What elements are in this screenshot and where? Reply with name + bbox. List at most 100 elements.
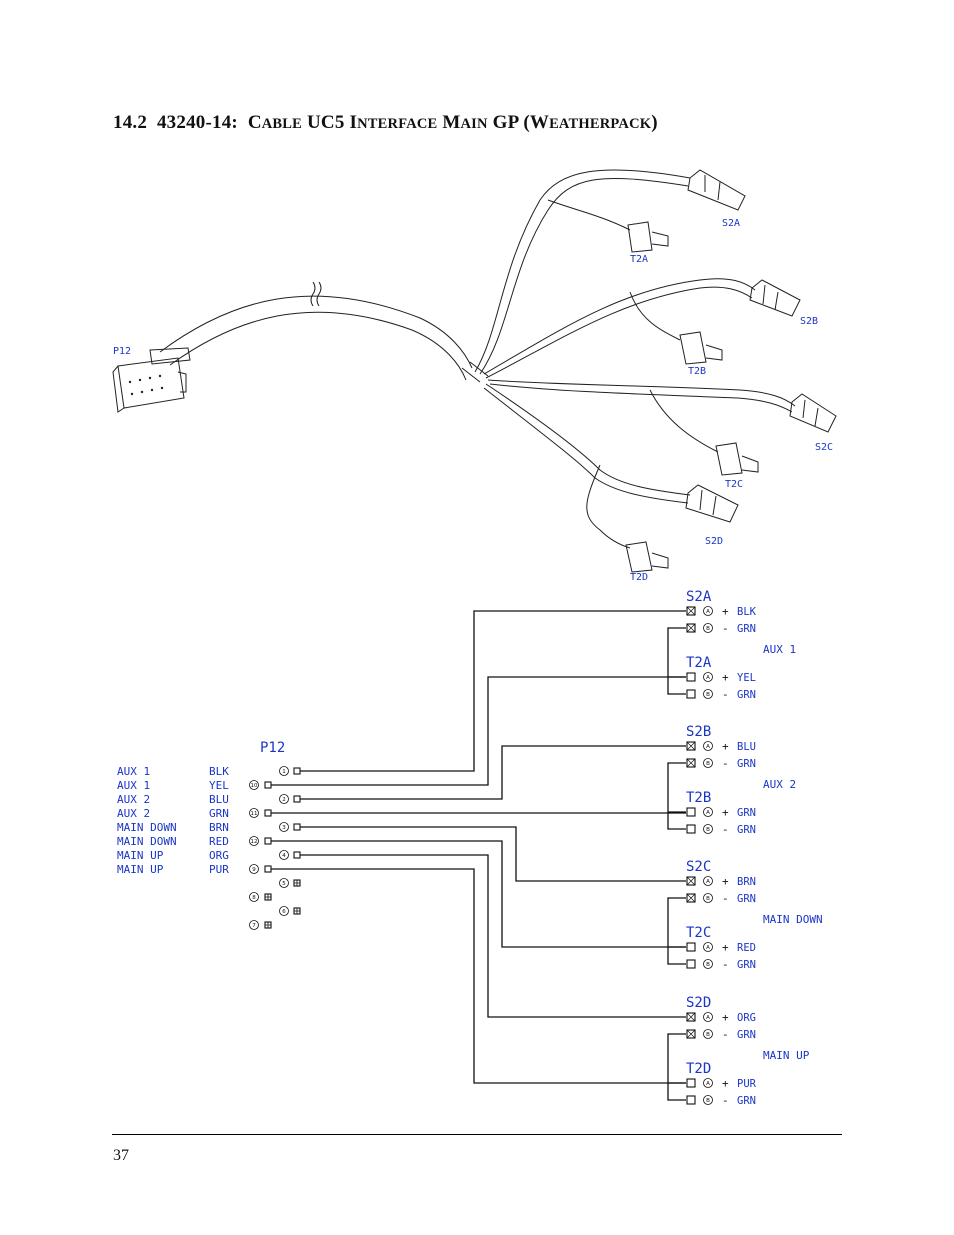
label-t2b: T2B: [688, 366, 706, 377]
receptacle-wire-color: GRN: [737, 758, 756, 770]
p12-terminal: [264, 809, 272, 817]
receptacle-pin-letter: A: [706, 744, 710, 750]
receptacle-terminal: [686, 689, 696, 699]
polarity-sign: +: [722, 605, 729, 618]
polarity-sign: +: [722, 941, 729, 954]
p12-wire-color: RED: [209, 835, 229, 848]
polarity-sign: +: [722, 806, 729, 819]
terminal-x: [686, 606, 696, 616]
polarity-sign: -: [722, 688, 729, 701]
page-number: 37: [113, 1147, 129, 1164]
p12-pin-circle: [249, 920, 259, 930]
receptacle-pin-row: B-GRN: [686, 1028, 756, 1041]
label-s2a: S2A: [722, 218, 740, 229]
receptacle-pin-letter: B: [706, 896, 710, 902]
label-t2a: T2A: [630, 254, 648, 265]
wires: [271, 610, 686, 1084]
receptacle-pin-circle: [703, 807, 713, 817]
label-s2b: S2B: [800, 316, 818, 327]
receptacle-pin-row: B-GRN: [686, 688, 756, 701]
receptacle-terminal: [686, 672, 696, 682]
terminal-x: [686, 623, 696, 633]
ground-bracket: [667, 762, 686, 830]
receptacle-pin-letter: A: [706, 1081, 710, 1087]
section-title: CABLE UC5 INTERFACE MAIN GP (WEATHERPACK…: [247, 112, 658, 133]
plug-cross: [265, 922, 271, 928]
p12-terminal: [264, 837, 272, 845]
polarity-sign: -: [722, 823, 729, 836]
ground-bracket: [667, 897, 686, 965]
label-t2d: T2D: [630, 572, 648, 583]
p12-title: P12: [260, 740, 285, 756]
p12-pin-circle: [249, 780, 259, 790]
receptacle-pin-circle: [703, 959, 713, 969]
p12-pin-number: 12: [251, 839, 258, 845]
ground-bracket: [667, 627, 686, 695]
receptacle-pin-circle: [703, 758, 713, 768]
p12-wire-color: BRN: [209, 821, 229, 834]
p12-function: AUX 2: [117, 807, 150, 820]
polarity-sign: +: [722, 1011, 729, 1024]
section-number: 14.2: [113, 112, 148, 133]
receptacle-pin-row: A+BLU: [686, 740, 756, 753]
p12-pin-number: 9: [252, 867, 256, 873]
t-receptacle-name: T2C: [686, 925, 711, 941]
group-function: MAIN DOWN: [763, 913, 823, 926]
s-receptacle-name: S2D: [686, 995, 711, 1011]
label-s2d: S2D: [705, 536, 723, 547]
polarity-sign: -: [722, 1028, 729, 1041]
terminal-x: [686, 758, 696, 768]
wire: [271, 868, 686, 1084]
receptacle-pin-row: A+BRN: [686, 875, 756, 888]
t2a-connector: [627, 221, 669, 253]
receptacle-pin-circle: [703, 824, 713, 834]
receptacle-terminal: [686, 824, 696, 834]
t-receptacle-name: T2A: [686, 655, 712, 671]
receptacle-pin-letter: B: [706, 962, 710, 968]
receptacle-pin-circle: [703, 893, 713, 903]
p12-pin-circle: [279, 878, 289, 888]
p12-pin-number: 8: [252, 895, 256, 901]
p12-pin-circle: [279, 794, 289, 804]
terminal-x: [686, 741, 696, 751]
p12-terminal: [293, 767, 301, 775]
p12-function: AUX 2: [117, 793, 150, 806]
receptacle-pin-letter: A: [706, 609, 710, 615]
receptacle-pin-row: B-GRN: [686, 1094, 756, 1107]
p12-pin-circle: [279, 766, 289, 776]
terminal-x: [686, 1012, 696, 1022]
p12-wire-color: GRN: [209, 807, 229, 820]
group-function: AUX 2: [763, 778, 796, 791]
plug-cross: [265, 894, 271, 900]
receptacle-wire-color: BLK: [737, 606, 757, 618]
receptacle-wire-color: BLU: [737, 741, 756, 753]
p12-function: MAIN DOWN: [117, 835, 177, 848]
receptacle-wire-color: PUR: [737, 1078, 757, 1090]
wire: [300, 854, 686, 1018]
label-t2c: T2C: [725, 479, 743, 490]
polarity-sign: -: [722, 1094, 729, 1107]
p12-wire-color: PUR: [209, 863, 229, 876]
p12-connector: [112, 347, 191, 413]
receptacle-pin-letter: A: [706, 879, 710, 885]
s-receptacle-name: S2A: [686, 589, 712, 605]
terminal-x: [686, 893, 696, 903]
p12-pin-number: 1: [282, 769, 286, 775]
receptacle-pin-circle: [703, 1029, 713, 1039]
polarity-sign: -: [722, 958, 729, 971]
polarity-sign: +: [722, 875, 729, 888]
polarity-sign: +: [722, 671, 729, 684]
p12-wire-color: ORG: [209, 849, 229, 862]
receptacle-pin-row: A+GRN: [686, 806, 756, 819]
p12-terminal: [293, 795, 301, 803]
s2b-connector: [749, 279, 801, 317]
footer-rule: [112, 1134, 842, 1135]
p12-terminal: [293, 823, 301, 831]
